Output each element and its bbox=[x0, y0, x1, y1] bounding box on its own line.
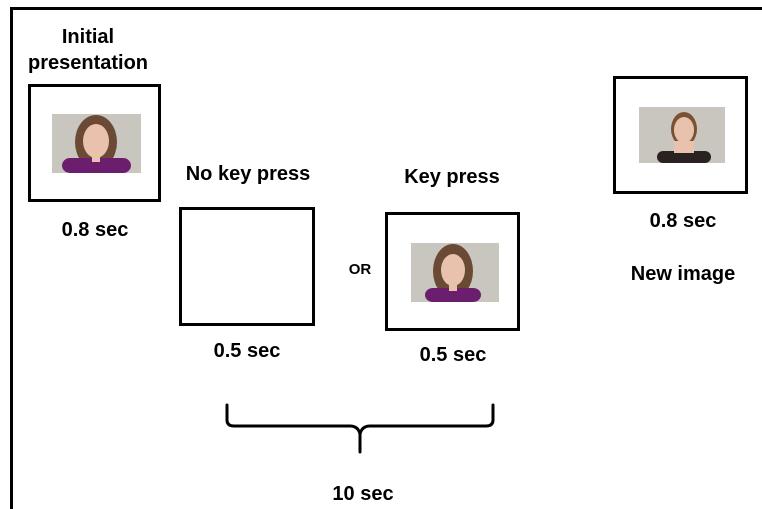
frame-top-border bbox=[10, 7, 762, 10]
initial-presentation-line1: Initial bbox=[61, 26, 115, 48]
new-image-title: New image bbox=[630, 263, 736, 285]
initial-presentation-line2: presentation bbox=[27, 52, 149, 74]
key-press-face-image bbox=[411, 243, 499, 302]
new-image-screen bbox=[613, 76, 748, 194]
total-duration: 10 sec bbox=[332, 483, 394, 505]
new-face-image bbox=[639, 107, 725, 163]
new-image-duration: 0.8 sec bbox=[649, 210, 717, 232]
no-key-press-title: No key press bbox=[185, 163, 311, 185]
initial-screen bbox=[28, 84, 161, 202]
initial-duration: 0.8 sec bbox=[61, 219, 129, 241]
curly-brace bbox=[225, 403, 495, 454]
key-press-title: Key press bbox=[404, 166, 500, 188]
no-key-duration: 0.5 sec bbox=[213, 340, 281, 362]
initial-face-image bbox=[52, 114, 141, 173]
blank-screen bbox=[179, 207, 315, 326]
frame-left-border bbox=[10, 7, 13, 509]
key-press-screen bbox=[385, 212, 520, 331]
initial-presentation-title: Initial presentation bbox=[18, 24, 158, 76]
key-press-duration: 0.5 sec bbox=[419, 344, 487, 366]
or-label: OR bbox=[348, 261, 372, 278]
